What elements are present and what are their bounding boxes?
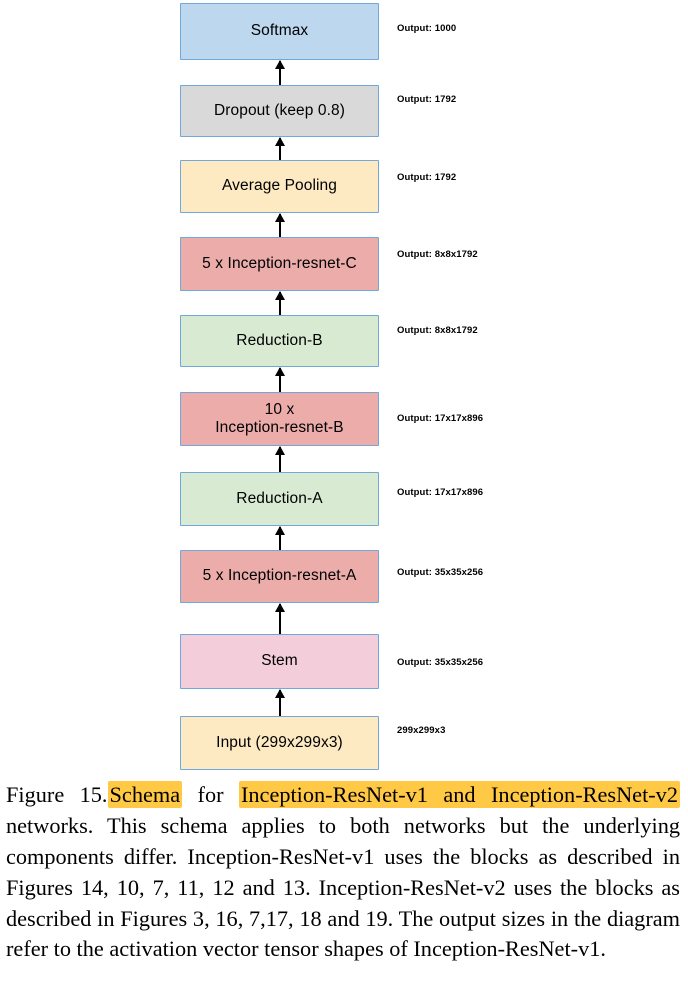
block-label: Dropout (keep 0.8) [213, 101, 346, 119]
connector-arrow-up [275, 526, 285, 550]
block-5-x-inception-resnet-a: 5 x Inception-resnet-A [180, 550, 379, 603]
output-annotation: Output: 35x35x256 [397, 657, 484, 668]
output-annotation: Output: 17x17x896 [397, 487, 484, 498]
block-label: 5 x Inception-resnet-C [202, 254, 357, 272]
connector-arrow-up [275, 367, 285, 392]
block-label: Average Pooling [222, 177, 337, 195]
connector-arrow-up [275, 291, 285, 315]
caption-figure-number: Figure 15. [6, 782, 108, 807]
output-annotation: Output: 17x17x896 [397, 413, 484, 424]
block-label: Reduction-A [236, 489, 323, 507]
block-label: Softmax [250, 22, 309, 40]
output-annotation: Output: 1000 [397, 23, 457, 34]
block-dropout-keep-0-8: Dropout (keep 0.8) [180, 85, 379, 137]
output-annotation: Output: 8x8x1792 [397, 325, 478, 336]
caption-body-text: networks. This schema applies to both ne… [6, 812, 680, 962]
caption-highlight-models: Inception-ResNet-v1 and Inception-ResNet… [238, 781, 680, 808]
output-annotation: Output: 35x35x256 [397, 567, 484, 578]
block-10-x-inception-resnet-b: 10 x Inception-resnet-B [180, 392, 379, 446]
output-annotation: Output: 8x8x1792 [397, 249, 478, 260]
connector-arrow-up [275, 137, 285, 160]
block-reduction-b: Reduction-B [180, 315, 379, 367]
figure-caption: Figure 15.Schema for Inception-ResNet-v1… [0, 780, 688, 965]
connector-arrow-up [275, 60, 285, 85]
block-label: 10 x Inception-resnet-B [215, 400, 344, 436]
block-average-pooling: Average Pooling [180, 160, 379, 213]
block-label: Reduction-B [236, 331, 323, 349]
caption-highlight-schema: Schema [107, 781, 183, 808]
block-label: Input (299x299x3) [216, 733, 343, 751]
block-5-x-inception-resnet-c: 5 x Inception-resnet-C [180, 237, 379, 291]
output-annotation: Output: 1792 [397, 172, 457, 183]
output-annotation: Output: 1792 [397, 94, 457, 105]
block-reduction-a: Reduction-A [180, 472, 379, 526]
connector-arrow-up [275, 603, 285, 634]
connector-arrow-up [275, 446, 285, 472]
connector-arrow-up [275, 213, 285, 237]
connector-arrow-up [275, 689, 285, 716]
output-annotation: 299x299x3 [397, 725, 446, 736]
block-stem: Stem [180, 634, 379, 689]
block-label: Stem [261, 652, 298, 670]
block-input-299x299x3: Input (299x299x3) [180, 716, 379, 770]
block-label: 5 x Inception-resnet-A [202, 567, 357, 585]
caption-text-for: for [182, 782, 239, 807]
block-softmax: Softmax [180, 3, 379, 60]
